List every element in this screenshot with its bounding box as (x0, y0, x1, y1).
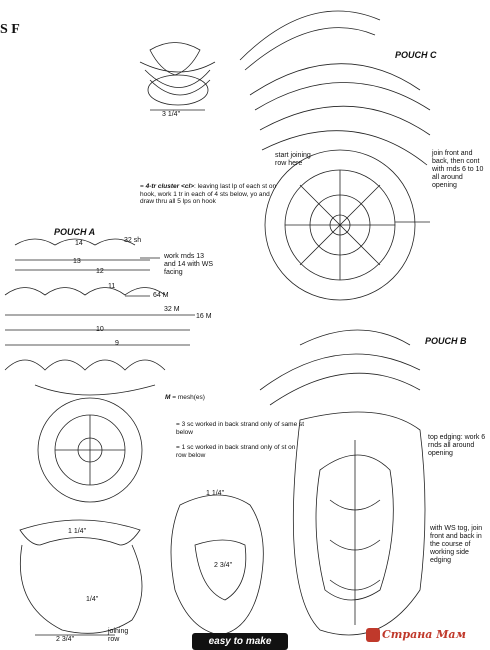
back-strand-1-legend: = 1 sc worked in back strand only of st … (176, 444, 296, 459)
dim-mid-top: 1 1/4" (206, 490, 225, 497)
ws-tog-label: with WS tog, join front and back in the … (430, 525, 483, 564)
pouch-b-title: POUCH B (425, 336, 467, 346)
cluster-text: leaving last lp of each st on hook, work… (140, 183, 277, 205)
row-number: 14 (75, 240, 83, 247)
join-front-label: join front and back, then cont with rnds… (432, 150, 484, 189)
pouch-c-fan (239, 10, 431, 166)
watermark-icon (366, 628, 380, 642)
row-number: 11 (108, 283, 116, 290)
pouch-a-rows (4, 238, 190, 396)
pouch-b-body (292, 411, 426, 636)
pouch-c-title: POUCH C (395, 50, 437, 60)
cluster-legend: = 4-tr cluster <cl>: leaving last lp of … (140, 183, 277, 205)
pouch-a-motif (37, 397, 143, 503)
pouch-a-sh: 32 sh (124, 237, 142, 244)
row-number: 13 (73, 258, 81, 265)
joining-row-label: joining row (108, 628, 129, 643)
edge-letters: S F (0, 22, 20, 37)
pouch-a-64m: 64 M (153, 292, 169, 299)
dim-left-bottom: 2 3/4" (56, 636, 75, 643)
dim-left-height: 1/4" (86, 596, 99, 603)
row-number: 12 (96, 268, 104, 275)
pouch-b-fan (259, 329, 421, 406)
cluster-symbol-label: 4-tr cluster (145, 183, 180, 190)
pouch-a-work-rnds: work rnds 13 and 14 with WS facing (164, 253, 214, 276)
pouch-a-title: POUCH A (54, 227, 96, 237)
back-strand-3-legend: = 3 sc worked in back strand only of sam… (176, 421, 305, 436)
mesh-text: = mesh(es) (172, 394, 205, 401)
dim-top-small: 3 1/4" (162, 111, 181, 118)
pouch-a-32m: 32 M (164, 306, 180, 313)
cluster-abbrev: cl (184, 183, 191, 190)
dim-mid-side: 2 3/4" (214, 562, 233, 569)
top-small-pouch (139, 42, 216, 111)
easy-to-make-logo: easy to make (192, 633, 288, 650)
bottom-left-pouch (19, 519, 143, 636)
row-number: 10 (96, 326, 104, 333)
watermark-text: Страна Мам (382, 628, 466, 641)
mesh-key: M (165, 394, 171, 401)
pouch-c-motif (264, 149, 416, 301)
pouch-a-16m: 16 M (196, 313, 212, 320)
bottom-middle-pouch (170, 494, 264, 636)
mesh-legend: M = mesh(es) (165, 394, 205, 402)
start-joining-label: start joining row here (275, 152, 311, 167)
top-edging-label: top edging: work 6 rnds all around openi… (428, 434, 486, 457)
dim-left-width: 1 1/4" (68, 528, 87, 535)
row-number: 9 (115, 340, 119, 347)
